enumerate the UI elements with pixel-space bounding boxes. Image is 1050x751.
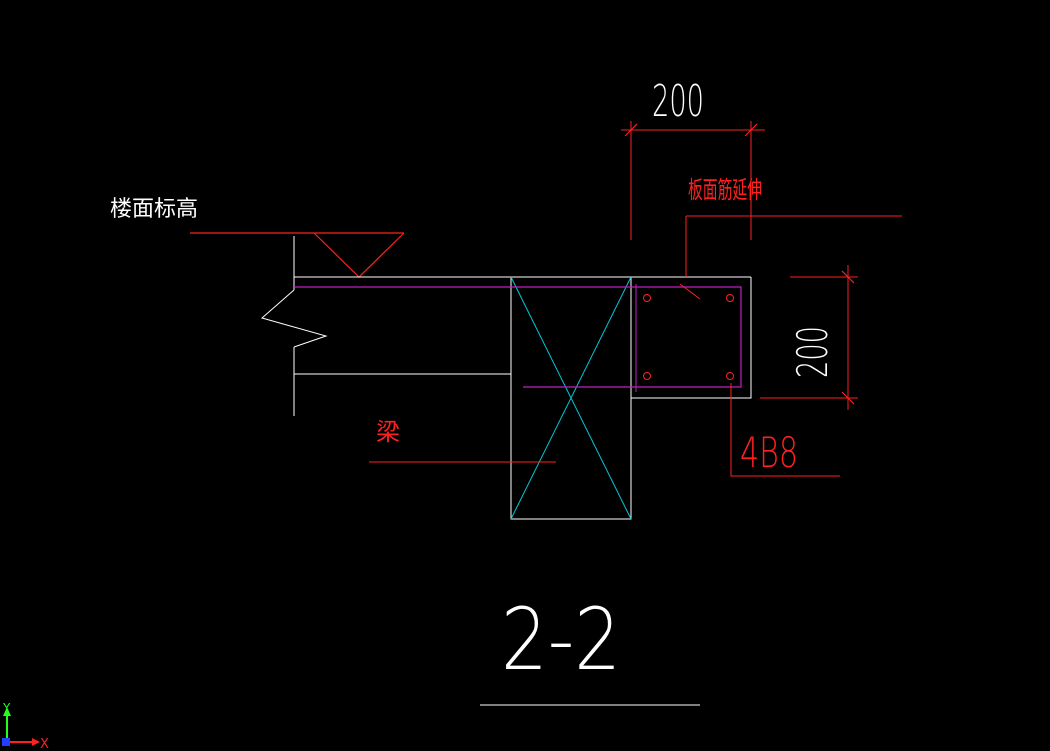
slab-break-line (260, 289, 328, 348)
rebar-dot-bottom-left (643, 372, 651, 380)
dim-right-tick-bottom (841, 391, 855, 405)
ucs-y-label: Y (2, 701, 11, 715)
ucs-x-label: X (40, 737, 49, 751)
beam-cross-diagonal-2 (510, 276, 632, 520)
rebar-dot-top-left (643, 294, 651, 302)
ledge-outline (631, 277, 752, 399)
beam-label: 梁 (376, 418, 400, 446)
dim-right-tick-top (841, 270, 855, 284)
section-mark-title: 2-2 (501, 590, 621, 690)
floor-elevation-label: 楼面标高 (110, 197, 198, 222)
ucs-x-arrow-icon (32, 738, 40, 746)
ucs-icon: Y X (2, 701, 49, 751)
rebar-spec-leader (730, 383, 840, 477)
rebar-dot-bottom-right (726, 372, 734, 380)
dim-top-tick-right (744, 123, 758, 137)
slab-top-rebar (294, 286, 742, 388)
rebar-dot-top-right (726, 294, 734, 302)
dim-top-value: 200 (652, 76, 704, 127)
ucs-y-arrow-icon (3, 707, 11, 716)
rebar-spec-label: 4B8 (740, 428, 798, 477)
ucs-origin-icon (2, 738, 10, 746)
dim-right-value: 200 (788, 326, 837, 378)
dim-top-tick-left (624, 123, 638, 137)
rebar-extension-leader-pointer (679, 283, 701, 300)
elevation-triangle-marker (313, 232, 405, 278)
slab-rebar-extension-label: 板面筋延伸 (688, 176, 762, 204)
